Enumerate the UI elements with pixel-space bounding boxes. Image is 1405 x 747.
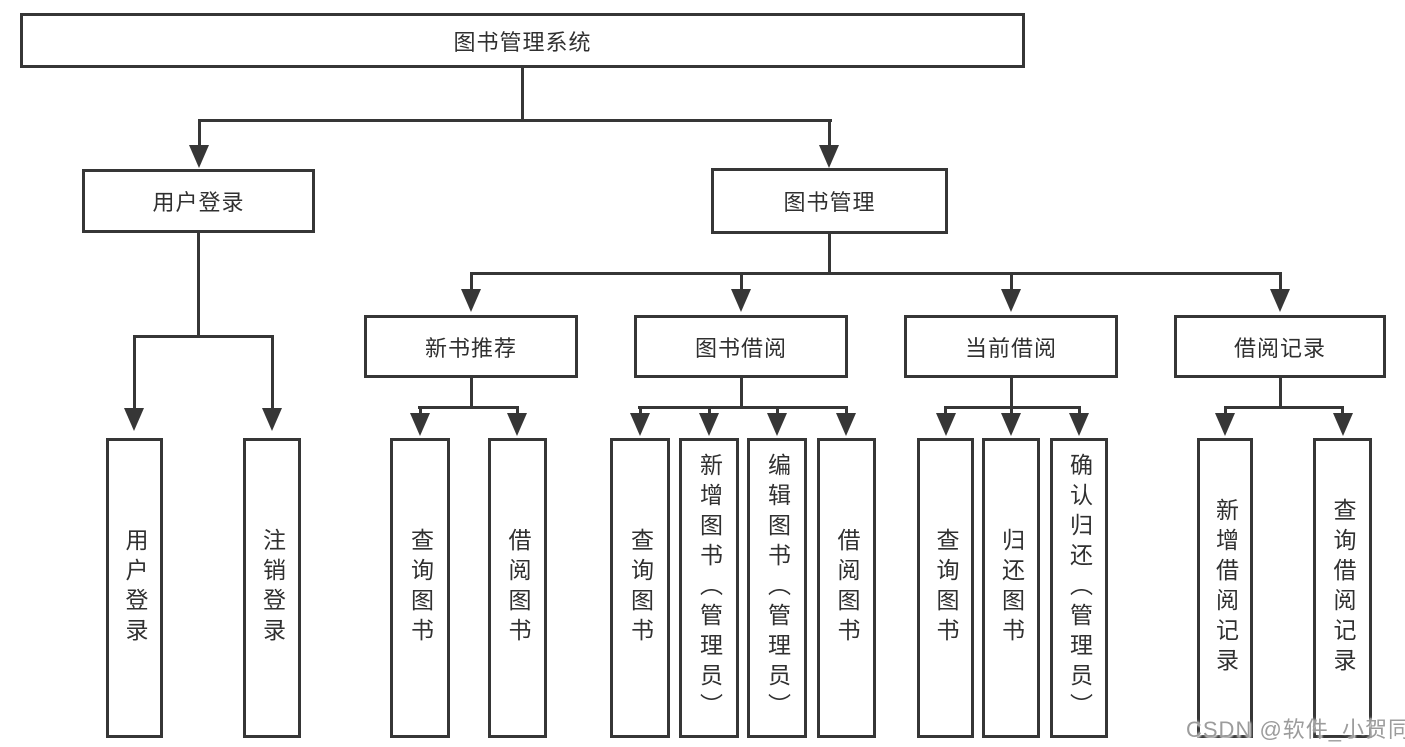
arrow-down-icon: [124, 408, 144, 431]
connector-stem: [419, 406, 422, 415]
connector-stem-book-borrowing: [740, 272, 743, 290]
node-add-borrow-record: 新增借阅记录: [1197, 438, 1253, 738]
arrow-down-icon: [189, 145, 209, 168]
node-label: 图书借阅: [694, 335, 787, 361]
arrow-down-icon: [1001, 289, 1021, 312]
connector-book-mgmt-vline: [828, 234, 831, 272]
node-add-books-admin: 新增图书（管理员）: [679, 438, 739, 738]
arrow-down-icon: [699, 413, 719, 436]
node-confirm-return-admin: 确认归还（管理员）: [1050, 438, 1108, 738]
arrow-down-icon: [507, 413, 527, 436]
node-book-management: 图书管理: [711, 168, 948, 234]
node-borrowing-borrow-books: 借阅图书: [817, 438, 876, 738]
node-label: 借阅记录: [1233, 335, 1326, 361]
node-recommend-query-books: 查询图书: [390, 438, 450, 738]
connector-book-mgmt-hline: [470, 272, 1281, 275]
node-label: 借阅图书: [834, 528, 860, 648]
node-user-login-leaf: 用户登录: [106, 438, 163, 738]
connector-stem-new-book-recommend: [470, 272, 473, 290]
node-label: 用户登录: [122, 528, 148, 648]
node-borrowing-records: 借阅记录: [1174, 315, 1386, 378]
node-label: 图书管理: [783, 190, 876, 215]
connector-stem-borrowing-records: [1279, 272, 1282, 290]
arrow-down-icon: [1215, 413, 1235, 436]
connector-root-hline: [198, 119, 832, 122]
connector-stem: [1010, 406, 1013, 415]
connector-stem: [639, 406, 642, 415]
node-user-login: 用户登录: [82, 169, 315, 233]
node-book-borrowing: 图书借阅: [634, 315, 848, 378]
connector-user-login-vline: [197, 233, 200, 335]
connector-stem-current-borrowing: [1010, 272, 1013, 290]
connector-stem: [944, 406, 947, 415]
connector-records-vline: [1279, 378, 1282, 406]
node-current-borrowing: 当前借阅: [904, 315, 1118, 378]
arrow-down-icon: [1270, 289, 1290, 312]
connector-stem-logout: [271, 335, 274, 409]
connector-stem: [1341, 406, 1344, 415]
node-label: 归还图书: [998, 528, 1025, 648]
connector-stem: [1078, 406, 1081, 415]
node-new-book-recommend: 新书推荐: [364, 315, 578, 378]
connector-recommend-vline: [470, 378, 473, 406]
node-borrowing-query-books: 查询图书: [610, 438, 670, 738]
arrow-down-icon: [936, 413, 956, 436]
connector-borrowing-hline: [638, 406, 848, 409]
connector-stem: [1224, 406, 1227, 415]
node-query-borrow-record: 查询借阅记录: [1313, 438, 1372, 738]
connector-stem: [708, 406, 711, 415]
node-label: 用户登录: [152, 190, 245, 215]
watermark-text: CSDN @软件_小贺同学: [1186, 717, 1405, 742]
node-current-query-books: 查询图书: [917, 438, 974, 738]
arrow-down-icon: [1001, 413, 1021, 436]
connector-user-login-hline: [133, 335, 274, 338]
node-label: 借阅图书: [505, 528, 531, 648]
arrow-down-icon: [1069, 413, 1089, 436]
arrow-down-icon: [630, 413, 650, 436]
connector-recommend-hline: [418, 406, 519, 409]
node-label: 当前借阅: [964, 335, 1057, 361]
connector-records-hline: [1224, 406, 1344, 409]
node-label: 编辑图书（管理员）: [764, 453, 791, 723]
node-label: 新增借阅记录: [1212, 498, 1239, 678]
node-label: 查询借阅记录: [1330, 498, 1356, 678]
arrow-down-icon: [1333, 413, 1353, 436]
connector-borrowing-vline: [740, 378, 743, 406]
arrow-down-icon: [767, 413, 787, 436]
node-edit-books-admin: 编辑图书（管理员）: [747, 438, 807, 738]
node-recommend-borrow-books: 借阅图书: [488, 438, 547, 738]
node-label: 查询图书: [627, 528, 654, 648]
connector-stem-user-login-leaf: [133, 335, 136, 409]
node-library-management-system: 图书管理系统: [20, 13, 1025, 68]
arrow-down-icon: [819, 145, 839, 168]
connector-stem-book-management: [828, 119, 831, 146]
connector-current-vline: [1010, 378, 1013, 406]
arrow-down-icon: [410, 413, 430, 436]
connector-stem: [776, 406, 779, 415]
node-label: 查询图书: [407, 528, 434, 648]
arrow-down-icon: [836, 413, 856, 436]
node-logout: 注销登录: [243, 438, 301, 738]
connector-stem-user-login: [198, 119, 201, 146]
arrow-down-icon: [262, 408, 282, 431]
connector-stem: [845, 406, 848, 415]
node-label: 注销登录: [259, 528, 286, 648]
connector-stem: [516, 406, 519, 415]
node-label: 新增图书（管理员）: [696, 453, 723, 723]
node-label: 查询图书: [933, 528, 959, 648]
node-return-books: 归还图书: [982, 438, 1040, 738]
connector-root-vline: [521, 68, 524, 119]
node-label: 确认归还（管理员）: [1066, 453, 1093, 723]
arrow-down-icon: [731, 289, 751, 312]
node-label: 新书推荐: [424, 335, 517, 361]
arrow-down-icon: [461, 289, 481, 312]
node-label: 图书管理系统: [453, 29, 592, 55]
